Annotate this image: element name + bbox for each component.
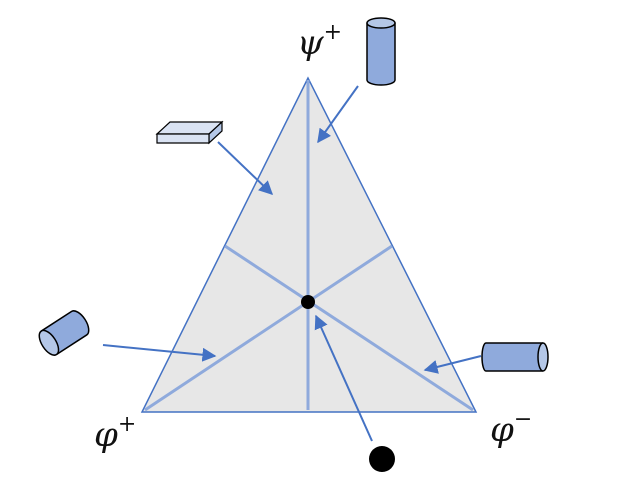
horizontal-cylinder-icon [481, 342, 549, 372]
arrow-flat-slab [217, 141, 274, 195]
arrows [102, 85, 482, 442]
median-left [144, 244, 393, 412]
arrow-vertical-cylinder [317, 85, 359, 144]
vertical-cylinder-icon [366, 17, 396, 86]
sphere-icon [369, 446, 395, 472]
arrow-tilted-cylinder [102, 344, 217, 362]
inner-lines [144, 80, 474, 412]
center-dot [301, 295, 315, 309]
flat-slab-icon [155, 120, 224, 145]
arrow-horizontal-cylinder [423, 355, 482, 374]
arrow-sphere [314, 314, 373, 442]
tilted-cylinder-icon [38, 310, 90, 356]
label-left: φ+ [94, 412, 136, 455]
label-top: ψ+ [297, 20, 342, 63]
label-right: φ− [490, 407, 532, 450]
median-right [224, 244, 474, 412]
